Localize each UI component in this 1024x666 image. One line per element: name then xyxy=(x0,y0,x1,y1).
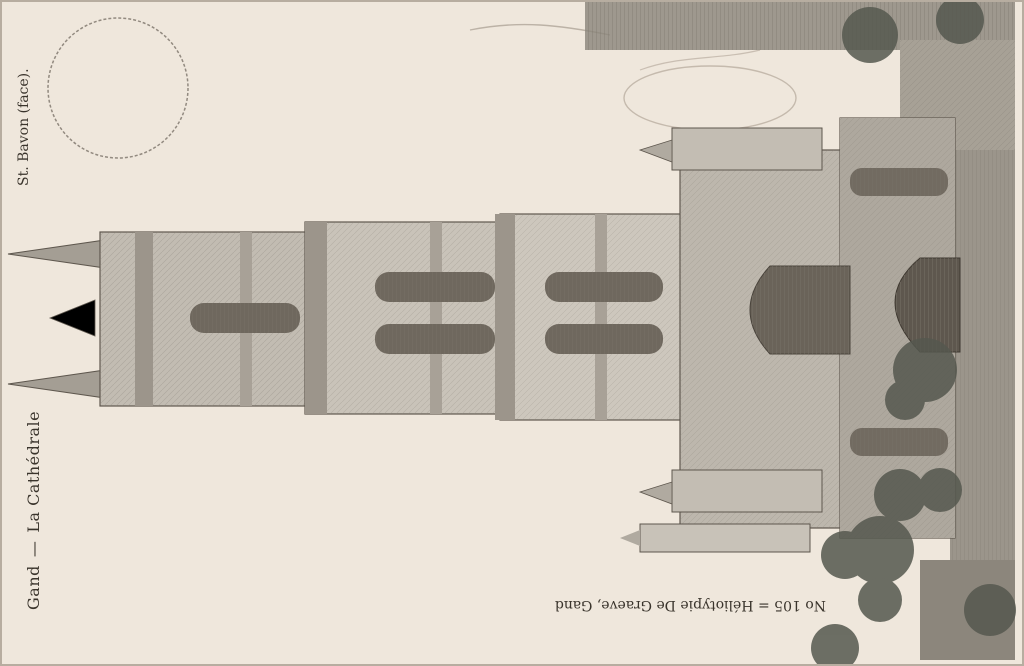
city-name: Gand xyxy=(24,565,43,610)
caption-separator: — xyxy=(24,540,43,558)
view-caption: St. Bavon (face). xyxy=(16,68,32,186)
cathedral-facade xyxy=(620,117,961,553)
subject-name: La Cathédrale xyxy=(24,410,43,533)
trees xyxy=(811,0,1016,666)
publisher-credit: No 105 = Héliotypie De Graeve, Gand xyxy=(554,597,826,613)
cathedral-tower xyxy=(7,213,691,421)
location-caption: Gand — La Cathédrale xyxy=(24,411,43,610)
